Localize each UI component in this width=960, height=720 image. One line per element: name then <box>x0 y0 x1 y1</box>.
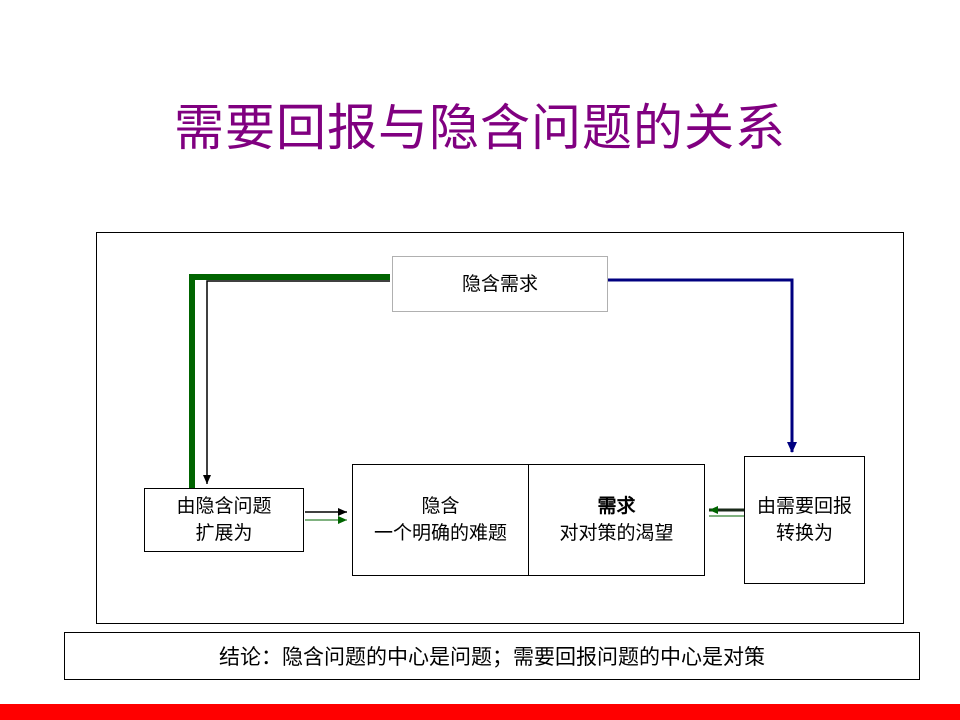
node-converted-from-need-payoff: 由需要回报 转换为 <box>744 456 865 584</box>
node-left-line2: 扩展为 <box>195 522 253 544</box>
node-right-line2: 转换为 <box>775 522 833 544</box>
page-title: 需要回报与隐含问题的关系 <box>174 99 786 157</box>
node-need-desire-for-solution: 需求 对对策的渴望 <box>528 464 705 576</box>
node-implied-explicit-problem: 隐含 一个明确的难题 <box>352 464 529 576</box>
node-right-line1: 由需要回报 <box>756 495 852 517</box>
conclusion-box: 结论：隐含问题的中心是问题；需要回报问题的中心是对策 <box>64 632 920 680</box>
node-mid-left-line1: 隐含 <box>421 495 460 517</box>
node-implied-need: 隐含需求 <box>392 256 608 312</box>
node-implied-need-label: 隐含需求 <box>461 272 538 295</box>
bottom-accent-bar <box>0 704 960 720</box>
node-left-line1: 由隐含问题 <box>176 495 272 517</box>
diagram-frame <box>96 232 904 624</box>
navy-connector <box>608 278 797 453</box>
node-mid-right-line1: 需求 <box>597 495 636 517</box>
node-mid-right-line2: 对对策的渴望 <box>559 522 674 544</box>
conclusion-text: 结论：隐含问题的中心是问题；需要回报问题的中心是对策 <box>219 645 765 669</box>
node-mid-left-line2: 一个明确的难题 <box>373 522 507 544</box>
green-thick-connector <box>189 274 390 488</box>
black-thin-connector <box>203 280 390 484</box>
node-expanded-from-implied-problem: 由隐含问题 扩展为 <box>144 488 304 552</box>
